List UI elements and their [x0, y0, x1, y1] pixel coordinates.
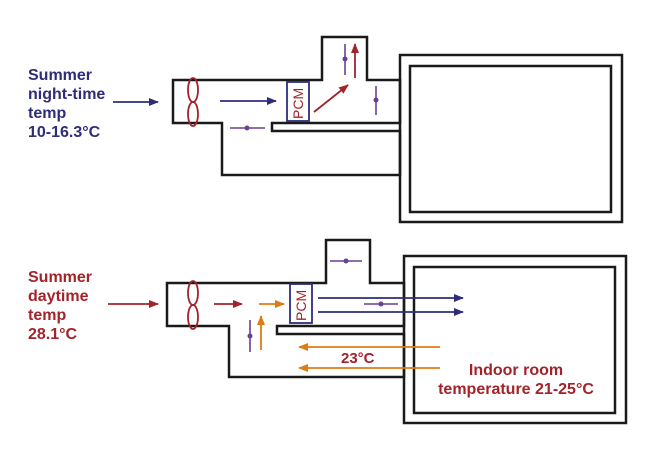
day-label-line1: Summer [28, 269, 93, 286]
night-label-line1: Summer [28, 67, 93, 84]
day-fan-icon [187, 280, 199, 330]
return-temp-label: 23°C [341, 350, 375, 367]
indoor-room-line2: temperature 21-25°C [438, 381, 594, 398]
night-label-line3: temp [28, 105, 67, 122]
day-temp-value: 28.1°C [28, 326, 78, 343]
night-fan-icon [187, 77, 199, 127]
night-pcm-label: PCM [290, 88, 306, 119]
day-label-line2: daytime [28, 288, 89, 305]
day-label: Summer daytime temp 28.1°C [28, 268, 92, 344]
night-label: Summer night-time temp 10-16.3°C [28, 66, 105, 142]
night-room-outer [398, 53, 624, 224]
day-system: PCM [108, 238, 628, 425]
night-system: PCM [113, 35, 624, 224]
day-pcm-box [289, 283, 313, 324]
night-temp-range: 10-16.3°C [28, 124, 101, 141]
day-duct [165, 238, 406, 379]
night-pcm-box [286, 81, 310, 122]
indoor-room-label: Indoor room temperature 21-25°C [432, 361, 600, 399]
night-label-line2: night-time [28, 86, 106, 103]
night-diagonal-arrow [313, 84, 349, 113]
day-pcm-label: PCM [293, 290, 309, 321]
indoor-room-line1: Indoor room [468, 362, 564, 379]
day-room-inner [412, 265, 617, 415]
night-duct [171, 35, 402, 177]
day-room-outer [402, 254, 628, 425]
day-label-line3: temp [28, 307, 67, 324]
night-room-inner [408, 64, 613, 214]
